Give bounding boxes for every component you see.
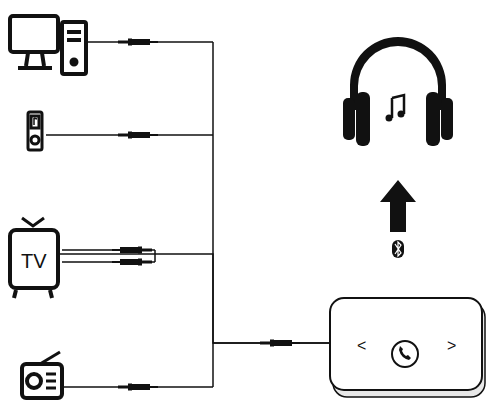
- audio-cables: [46, 42, 330, 387]
- up-arrow: [380, 180, 416, 232]
- transmitter-body: [330, 298, 485, 397]
- headphones-icon: [343, 37, 453, 146]
- audio-cable: [60, 254, 330, 343]
- tv-label: TV: [21, 250, 47, 273]
- radio-icon: [22, 352, 62, 398]
- mp3-player-icon: [28, 112, 42, 150]
- jack-plugs: [112, 39, 300, 391]
- button-label: >: [447, 337, 456, 355]
- bluetooth-transmitter: <>: [330, 298, 482, 390]
- button-label: <: [357, 337, 366, 355]
- computer-icon: [10, 16, 86, 74]
- bluetooth-symbol: [392, 240, 404, 258]
- tv-screen: TV: [8, 228, 60, 290]
